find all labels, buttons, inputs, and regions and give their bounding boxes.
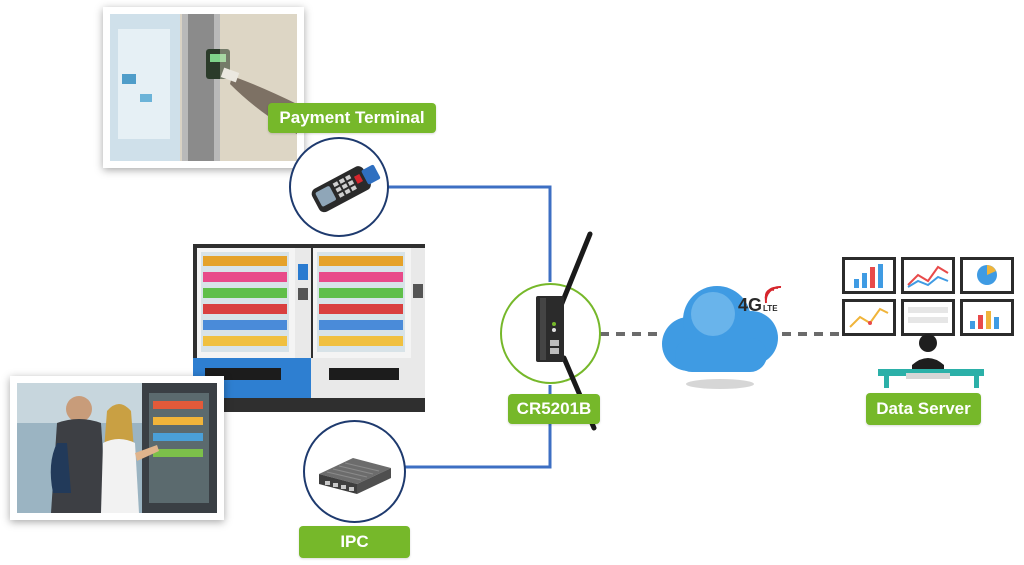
payment-link-line <box>388 185 552 282</box>
router-icon <box>536 231 597 431</box>
payment-terminal-label: Payment Terminal <box>268 103 436 133</box>
payment-photo <box>103 7 304 168</box>
customers-photo <box>10 376 224 520</box>
ipc-label: IPC <box>299 526 410 558</box>
signal-icon <box>764 285 782 304</box>
data-server-label: Data Server <box>866 393 981 425</box>
network-badge: 4G LTE <box>738 290 778 314</box>
network-badge-sub: LTE <box>763 304 778 313</box>
ipc-circle <box>303 420 406 523</box>
router-label: CR5201B <box>508 394 600 424</box>
vending-machine-icon <box>193 244 425 412</box>
pos-terminal-icon <box>311 164 381 213</box>
network-badge-main: 4G <box>738 295 763 315</box>
vending-machines <box>193 244 425 412</box>
cloud-icon <box>662 286 778 389</box>
ipc-box-icon <box>319 458 391 494</box>
pos-terminal-circle <box>289 137 389 237</box>
data-server-monitors-icon <box>842 257 1014 388</box>
